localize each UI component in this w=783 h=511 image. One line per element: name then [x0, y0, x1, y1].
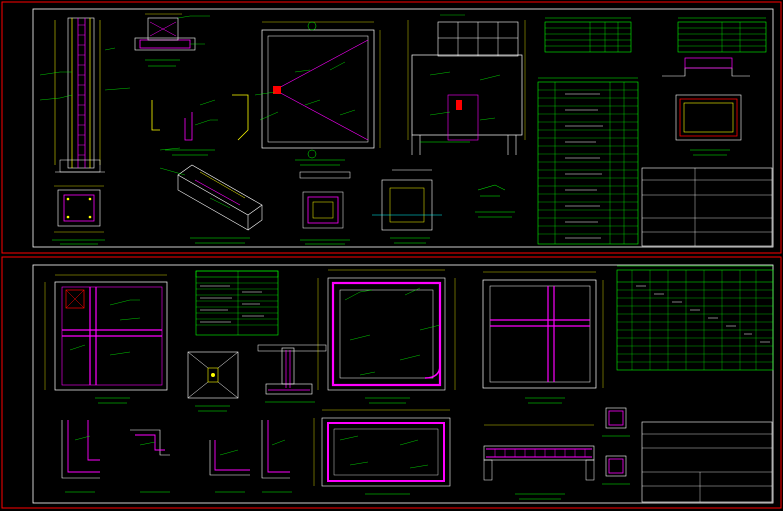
beam-isometric — [159, 164, 263, 244]
small-column-sections — [602, 407, 630, 485]
sheet-1-border — [1, 1, 782, 254]
sheet-2 — [1, 256, 782, 509]
beam-section-top — [134, 13, 210, 67]
footing-detail-2 — [372, 169, 515, 244]
sheet-2-frame — [32, 264, 774, 504]
column-section — [52, 185, 105, 245]
title-block-2 — [641, 421, 773, 503]
table-large-1 — [537, 77, 639, 245]
wall-sections — [61, 420, 292, 493]
title-block-1 — [641, 167, 773, 247]
column-footing-section — [257, 344, 327, 403]
beam-elevation — [483, 424, 595, 500]
pyramid-footing — [187, 351, 239, 412]
footing-detail-1 — [299, 171, 351, 245]
table-small-1 — [544, 17, 632, 53]
cover-slab-plan — [482, 271, 604, 404]
sheet-2-border — [1, 256, 782, 509]
hook-details — [151, 94, 249, 156]
foundation-plan — [44, 274, 168, 404]
table-center-2 — [195, 270, 279, 336]
base-slab-plan — [313, 409, 451, 495]
tank-elevation — [407, 14, 526, 155]
table-small-2 — [677, 17, 767, 53]
sheet-1-frame — [32, 8, 774, 248]
slab-plan — [254, 21, 381, 166]
column-elevation — [39, 17, 131, 173]
sheet-1 — [1, 1, 782, 254]
table-rebar — [616, 265, 774, 371]
tank-wall-plan — [317, 269, 456, 404]
lid-section — [662, 57, 750, 156]
